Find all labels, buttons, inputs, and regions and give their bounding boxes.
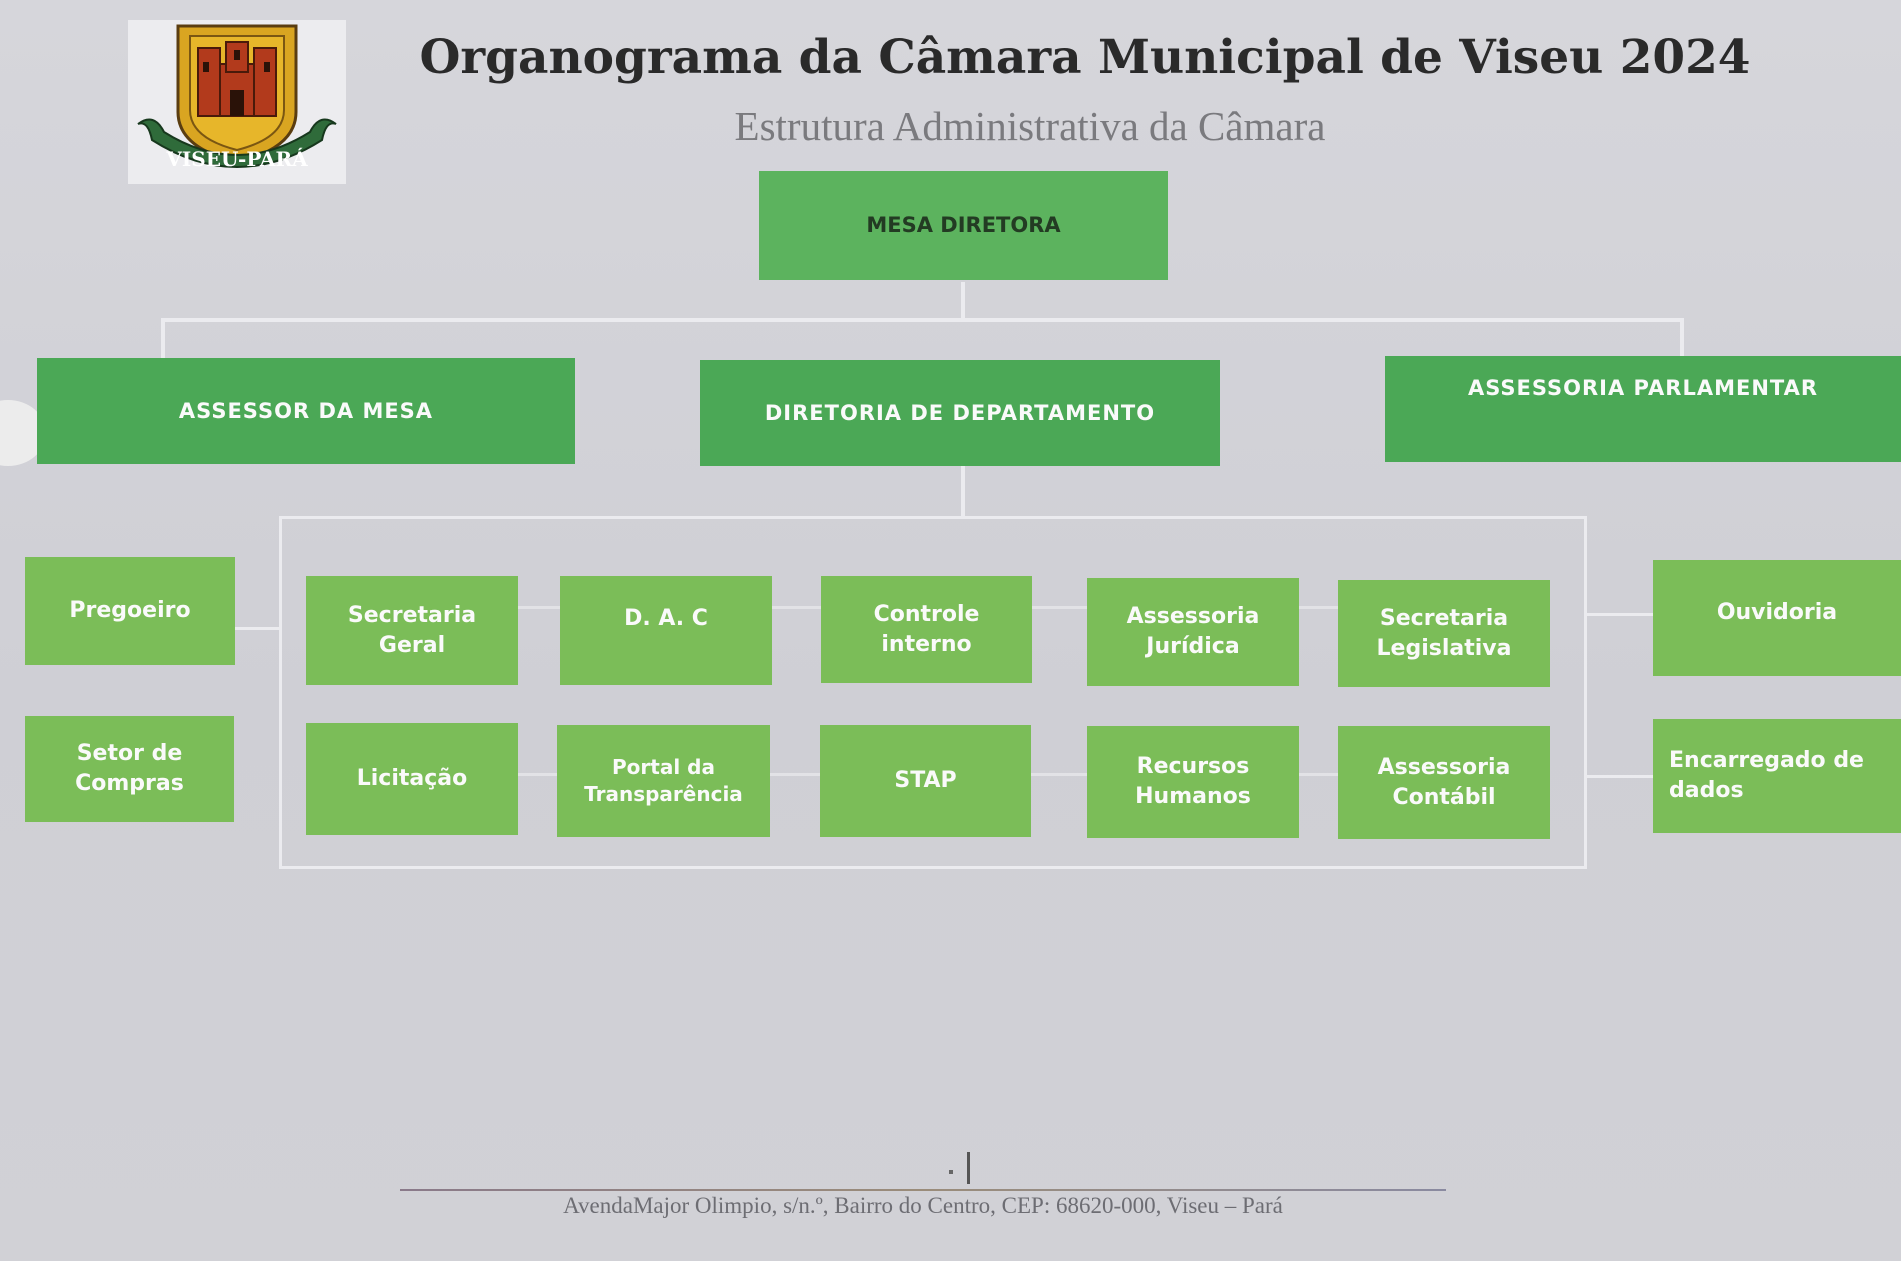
connector-group-left bbox=[279, 516, 282, 869]
connector-left-drop bbox=[161, 318, 165, 360]
org-box-dac: D. A. C bbox=[560, 576, 772, 685]
org-box-assessoria-juridica: Assessoria Jurídica bbox=[1087, 578, 1299, 686]
org-box-mesa-diretora: MESA DIRETORA bbox=[759, 171, 1168, 280]
svg-text:VISEU-PARÁ: VISEU-PARÁ bbox=[165, 147, 308, 171]
org-box-assessor-da-mesa: ASSESSOR DA MESA bbox=[37, 358, 575, 464]
footer-address: AvendaMajor Olimpio, s/n.º, Bairro do Ce… bbox=[563, 1193, 1283, 1218]
connector-right-link-1 bbox=[1587, 613, 1655, 616]
connector-right-link-2 bbox=[1587, 775, 1655, 778]
connector-center-drop bbox=[961, 466, 965, 518]
text-cursor-mark bbox=[967, 1152, 970, 1184]
castle-shield-icon: VISEU-PARÁ bbox=[137, 24, 337, 171]
org-box-pregoeiro: Pregoeiro bbox=[25, 557, 235, 665]
connector-group-right bbox=[1584, 516, 1587, 869]
footer-rule bbox=[400, 1189, 1446, 1191]
org-box-recursos-humanos: Recursos Humanos bbox=[1087, 726, 1299, 838]
org-box-assessoria-contabil: Assessoria Contábil bbox=[1338, 726, 1550, 839]
org-box-portal-da-transparencia: Portal da Transparência bbox=[557, 725, 770, 837]
connector-level2-horizontal bbox=[161, 318, 1684, 322]
org-box-assessoria-parlamentar: ASSESSORIA PARLAMENTAR bbox=[1385, 356, 1901, 462]
page-subtitle: Estrutura Administrativa da Câmara bbox=[734, 103, 1326, 149]
connector-left-link-1 bbox=[235, 627, 281, 630]
page-dot bbox=[949, 1170, 953, 1174]
org-box-licitacao: Licitação bbox=[306, 723, 518, 835]
org-box-secretaria-legislativa: Secretaria Legislativa bbox=[1338, 580, 1550, 687]
org-box-encarregado-de-dados: Encarregado de dados bbox=[1653, 719, 1901, 833]
org-box-ouvidoria: Ouvidoria bbox=[1653, 560, 1901, 676]
org-box-controle-interno: Controle interno bbox=[821, 576, 1032, 683]
page-title: Organograma da Câmara Municipal de Viseu… bbox=[419, 30, 1751, 85]
org-box-setor-de-compras: Setor de Compras bbox=[25, 716, 234, 822]
org-box-diretoria-de-departamento: DIRETORIA DE DEPARTAMENTO bbox=[700, 360, 1220, 466]
coat-of-arms-logo: VISEU-PARÁ bbox=[128, 20, 346, 184]
connector-root-down bbox=[961, 282, 965, 320]
connector-group-top bbox=[279, 516, 1586, 519]
org-box-stap: STAP bbox=[820, 725, 1031, 837]
connector-group-bottom bbox=[279, 866, 1586, 869]
org-box-secretaria-geral: Secretaria Geral bbox=[306, 576, 518, 685]
connector-right-drop bbox=[1680, 318, 1684, 358]
